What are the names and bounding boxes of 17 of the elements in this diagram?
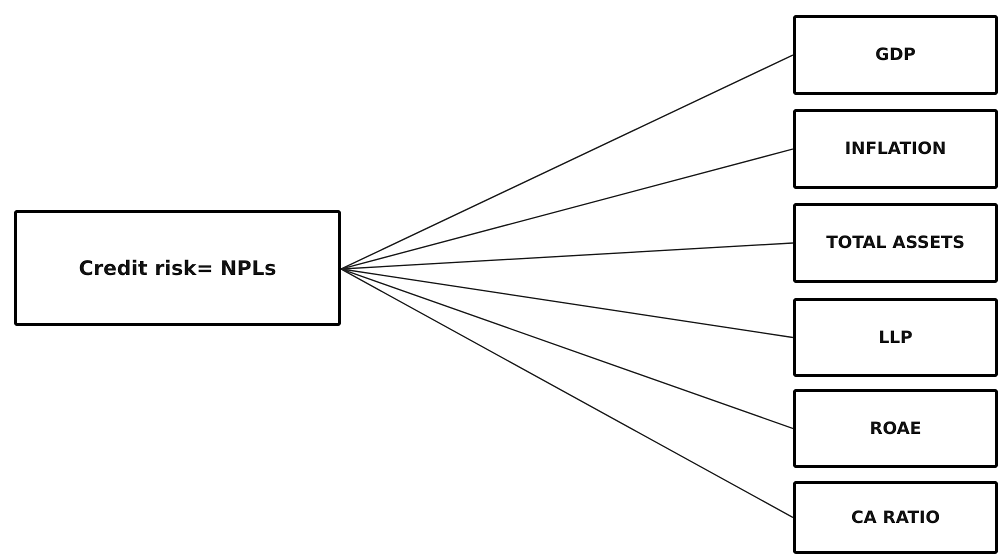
factor-box xyxy=(793,109,998,189)
factor-box xyxy=(793,481,998,554)
target-box xyxy=(14,210,341,326)
connector-line xyxy=(340,242,794,270)
connector-line xyxy=(340,54,794,270)
box-label: CA RATIO xyxy=(851,508,940,528)
factor-box xyxy=(793,15,998,95)
box-label: Credit risk= NPLs xyxy=(78,256,276,280)
factor-box xyxy=(793,389,998,468)
connector-line xyxy=(340,268,794,518)
box-label: ROAE xyxy=(870,418,922,438)
factor-box xyxy=(793,203,998,283)
box-label: GDP xyxy=(875,45,916,65)
box-label: TOTAL ASSETS xyxy=(826,233,965,253)
factor-box xyxy=(793,298,998,377)
box-label: LLP xyxy=(878,328,913,348)
box-label: INFLATION xyxy=(844,139,946,159)
